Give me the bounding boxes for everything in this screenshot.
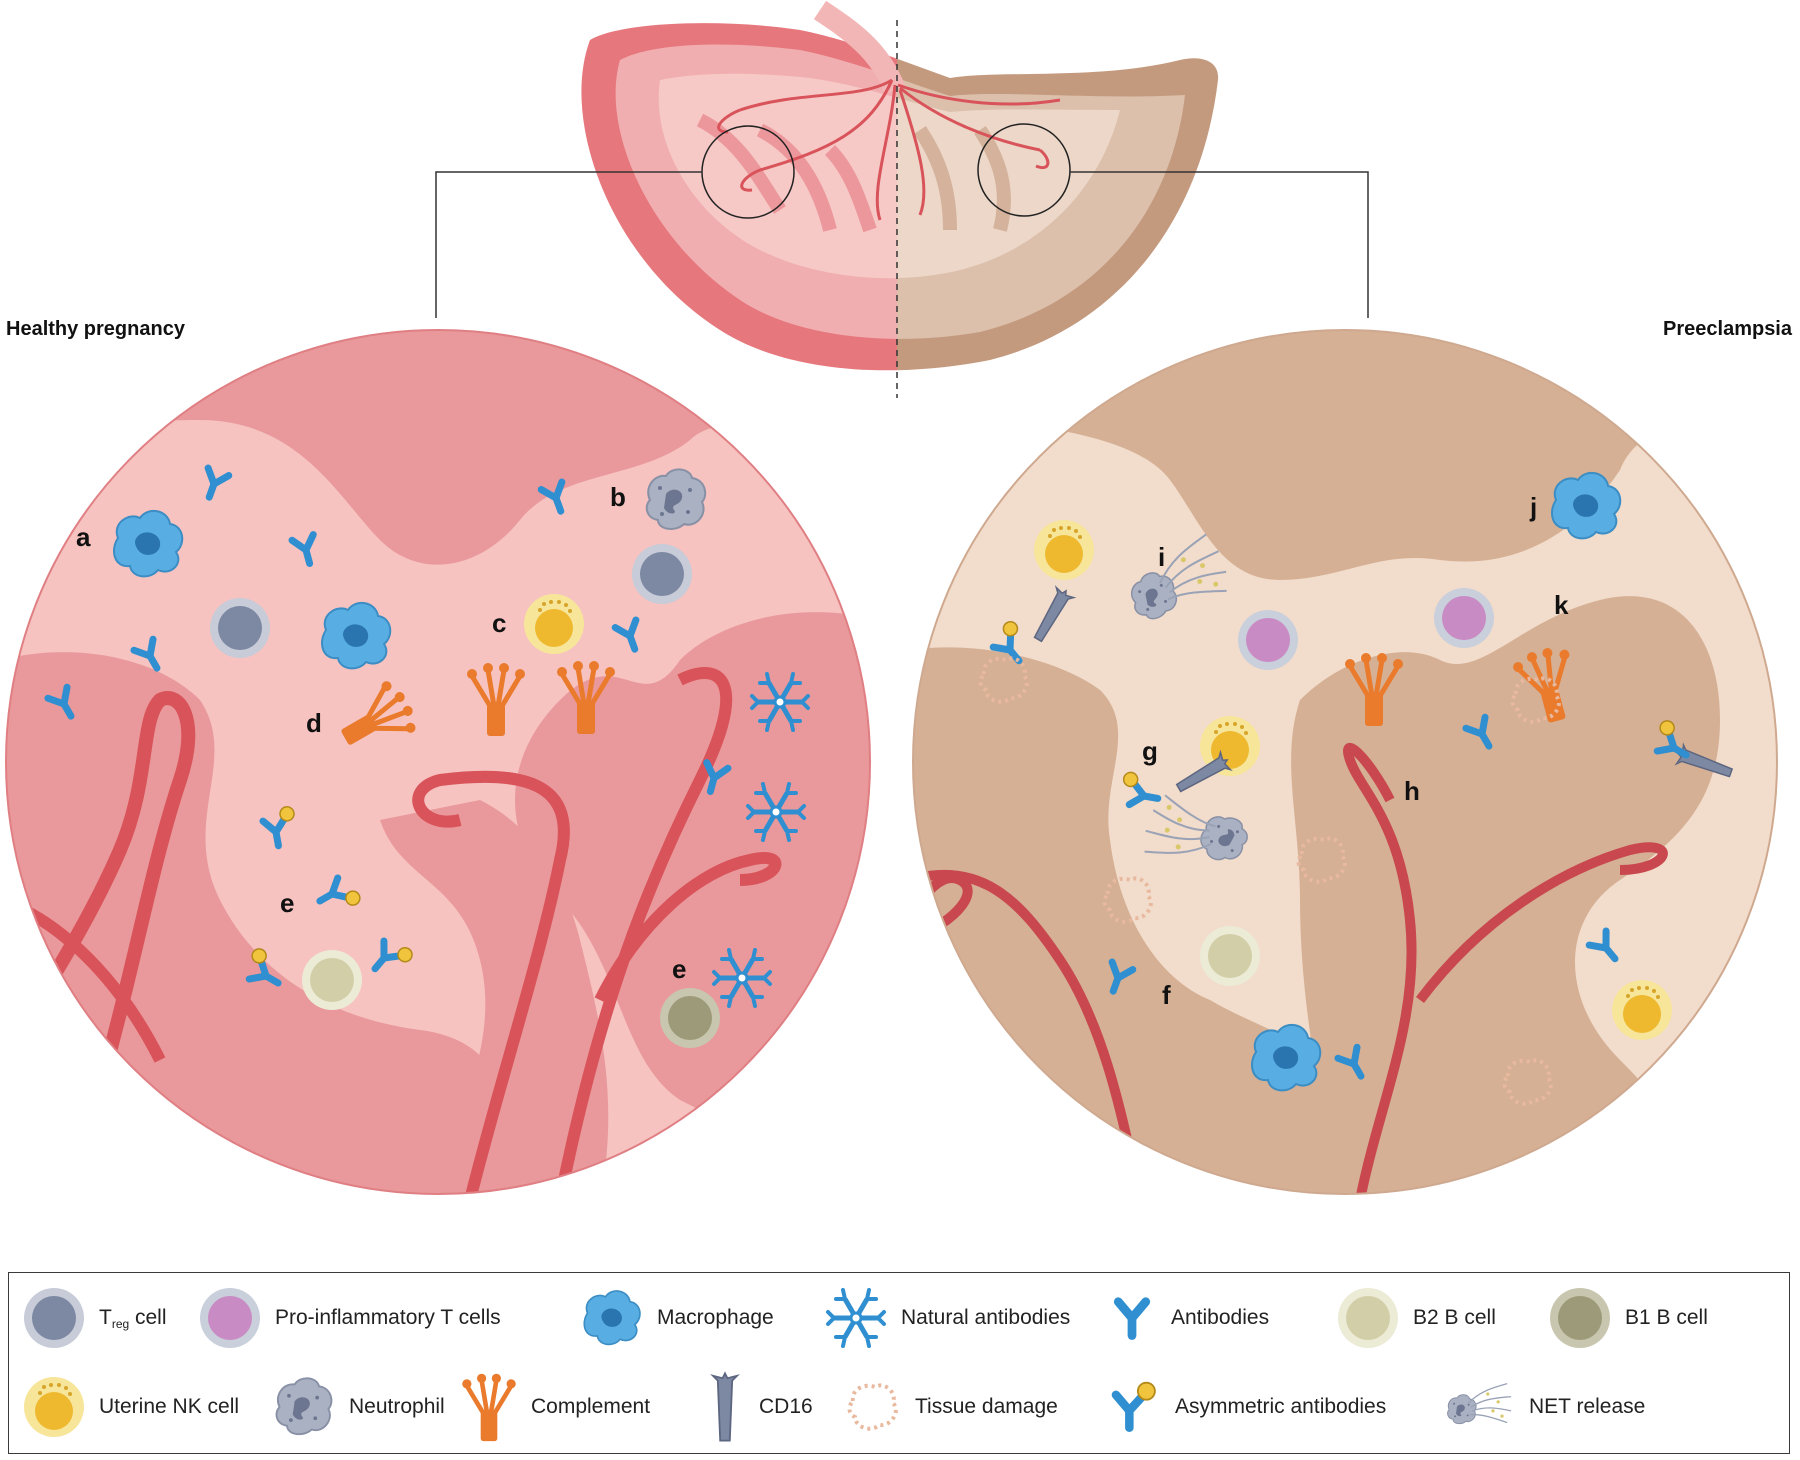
legend-cd16-label: CD16 [759, 1395, 813, 1418]
legend-b2-b-cell-label: B2 B cell [1413, 1306, 1496, 1329]
uterine-nk-cell [1612, 980, 1672, 1040]
preeclampsia-zoom-circle [977, 123, 1071, 217]
legend-cd16: CD16 [705, 1367, 813, 1447]
b1-b-cell-icon [1550, 1288, 1610, 1348]
neutrophil-icon [275, 1377, 333, 1436]
legend-macrophage-label: Macrophage [657, 1306, 774, 1329]
legend-tissue-damage: Tissue damage [845, 1367, 1058, 1447]
legend-pro-inflammatory-t: Pro-inflammatory T cells [199, 1278, 501, 1358]
panel-label-f: f [1162, 980, 1171, 1010]
legend-asymmetric-antibodies-label: Asymmetric antibodies [1175, 1395, 1387, 1418]
b2-b-cell [302, 950, 362, 1010]
main-illustration [5, 0, 1778, 1195]
healthy-panel [5, 329, 871, 1195]
legend-net-release: NET release [1445, 1367, 1645, 1447]
natural-antibody-icon [825, 1287, 887, 1349]
placenta-illustration [435, 0, 1369, 398]
panel-label-c: c [492, 608, 507, 638]
legend-antibodies-label: Antibodies [1171, 1306, 1270, 1329]
preeclampsia-panel [912, 329, 1778, 1195]
treg-cell [632, 544, 692, 604]
macrophage-icon [583, 1290, 641, 1346]
panel-label-h: h [1404, 776, 1420, 806]
legend-treg: Treg cell [23, 1278, 167, 1358]
legend-neutrophil: Neutrophil [273, 1367, 445, 1447]
pro-inflammatory-t-cell [1434, 588, 1494, 648]
antibody-icon [1107, 1287, 1157, 1349]
preeclampsia-title: Preeclampsia [1663, 318, 1792, 340]
treg-cell-icon [24, 1288, 84, 1348]
b2-b-cell [1200, 926, 1260, 986]
uterine-nk-cell [1034, 520, 1094, 580]
uterine-nk-cell-icon [24, 1377, 84, 1437]
preeclampsia-connector [1070, 171, 1369, 318]
healthy-pregnancy-title: Healthy pregnancy [6, 318, 185, 340]
legend-antibodies: Antibodies [1107, 1278, 1269, 1358]
legend-natural-antibodies-label: Natural antibodies [901, 1306, 1071, 1329]
panel-label-a: a [76, 522, 91, 552]
legend-complement-label: Complement [531, 1395, 651, 1418]
legend-treg-label: Treg cell [99, 1305, 167, 1331]
legend-macrophage: Macrophage [581, 1278, 774, 1358]
legend-uterine-nk: Uterine NK cell [23, 1367, 239, 1447]
panel-label-e-second: e [672, 954, 687, 984]
complement-icon [461, 1371, 517, 1443]
panel-label-k: k [1554, 590, 1569, 620]
legend-net-release-label: NET release [1529, 1395, 1646, 1418]
pro-inflammatory-t-cell [1238, 610, 1298, 670]
legend: Treg cell Pro-inflammatory T cells Macro… [8, 1272, 1790, 1454]
legend-neutrophil-label: Neutrophil [349, 1395, 445, 1418]
legend-tissue-damage-label: Tissue damage [915, 1395, 1058, 1418]
panel-label-e: e [280, 888, 295, 918]
panel-label-i: i [1158, 542, 1166, 572]
asymmetric-antibody-icon [1105, 1376, 1161, 1438]
net-release-icon [1445, 1376, 1515, 1438]
panel-label-j: j [1530, 492, 1538, 522]
cd16-icon [712, 1372, 738, 1442]
uterine-nk-cell [524, 594, 584, 654]
treg-cell [210, 598, 270, 658]
b2-b-cell-icon [1338, 1288, 1398, 1348]
legend-complement: Complement [461, 1367, 650, 1447]
panel-label-b: b [610, 482, 626, 512]
legend-b1-b-cell: B1 B cell [1549, 1278, 1708, 1358]
legend-uterine-nk-label: Uterine NK cell [99, 1395, 240, 1418]
legend-pro-inflammatory-t-label: Pro-inflammatory T cells [275, 1306, 501, 1329]
b1-b-cell [660, 988, 720, 1048]
pro-inflammatory-t-cell-icon [200, 1288, 260, 1348]
legend-b2-b-cell: B2 B cell [1337, 1278, 1496, 1358]
legend-asymmetric-antibodies: Asymmetric antibodies [1105, 1367, 1386, 1447]
panel-label-d: d [306, 708, 322, 738]
legend-natural-antibodies: Natural antibodies [825, 1278, 1070, 1358]
healthy-connector [435, 171, 702, 318]
legend-b1-b-cell-label: B1 B cell [1625, 1306, 1708, 1329]
panel-label-g: g [1142, 736, 1158, 766]
neutrophil-cell [645, 468, 707, 530]
tissue-damage-icon [847, 1383, 898, 1431]
